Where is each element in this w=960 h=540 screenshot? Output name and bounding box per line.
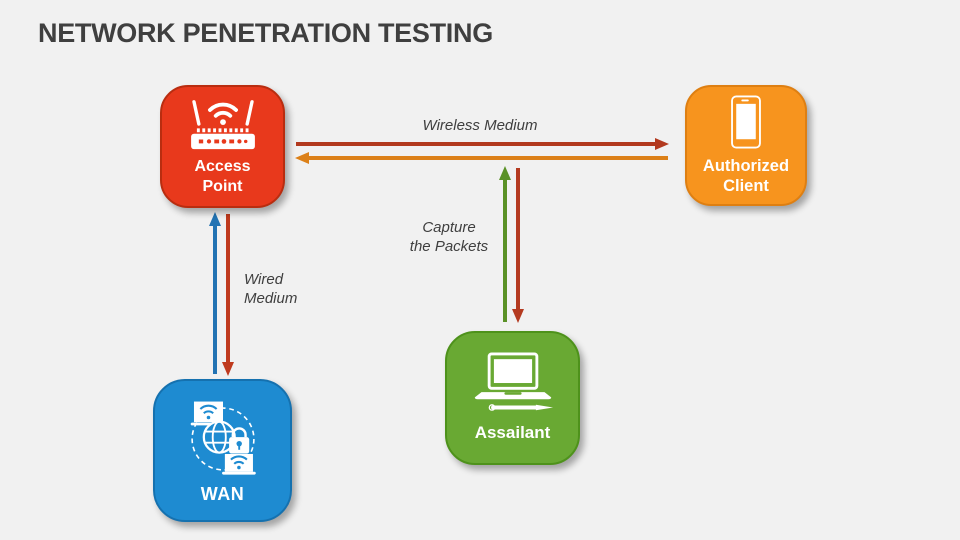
assailant-label: Assailant	[474, 423, 551, 443]
capture-the-packets-label: Capture the Packets	[409, 219, 489, 255]
assailant-node: Assailant	[445, 331, 580, 465]
capture-arrow-to-assailant	[512, 168, 524, 323]
wired-arrow-to-access-point	[209, 212, 221, 374]
laptop-pen-icon	[465, 352, 561, 415]
wired-medium-label: Wired Medium	[244, 271, 298, 307]
authorized-client-label: Authorized Client	[702, 156, 790, 195]
wan-node: WAN	[153, 379, 292, 522]
wan-label: WAN	[200, 484, 245, 505]
access-point-node: Access Point	[160, 85, 285, 208]
page-title: NETWORK PENETRATION TESTING	[38, 18, 493, 48]
wireless-arrow-to-client	[296, 138, 669, 150]
authorized-client-node: Authorized Client	[685, 85, 807, 206]
wifi-router-icon	[182, 96, 264, 154]
smartphone-icon	[730, 95, 762, 149]
wan-globe-lock-icon	[178, 395, 268, 483]
access-point-label: Access Point	[194, 158, 251, 195]
wireless-arrow-to-access-point	[295, 152, 668, 164]
capture-arrow-to-medium	[499, 166, 511, 322]
wireless-medium-label: Wireless Medium	[422, 117, 538, 134]
wired-arrow-to-wan	[222, 214, 234, 376]
